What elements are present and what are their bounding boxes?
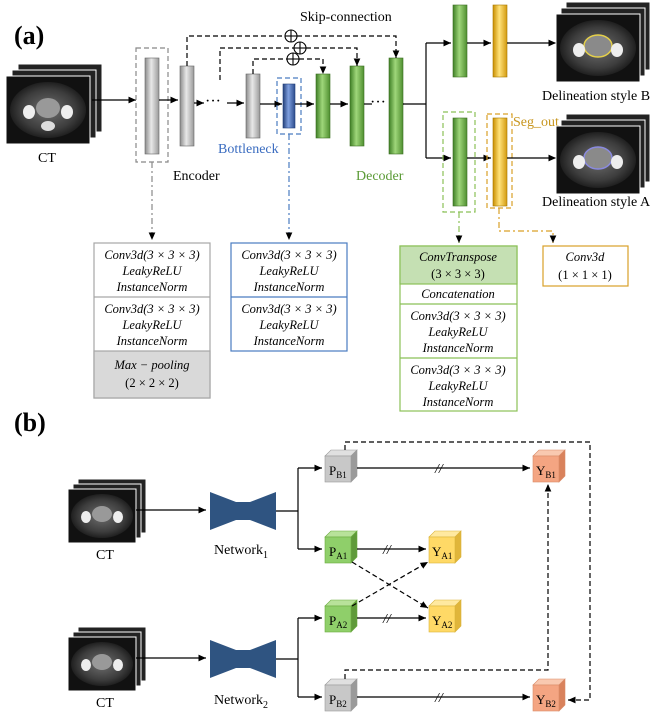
decoder-detail-box: ConvTranspose (3 × 3 × 3) Concatenation …	[399, 245, 518, 412]
branch-lines	[403, 39, 451, 162]
enc-line-1: Conv3d(3 × 3 × 3)	[104, 248, 199, 262]
bn-line-2: LeakyReLU	[258, 264, 319, 278]
dec-line-1: ConvTranspose	[419, 250, 497, 264]
bn-line-6: InstanceNorm	[253, 334, 325, 348]
network2-label: Network2	[214, 693, 268, 711]
head-b-yellow-block	[492, 4, 508, 78]
network-fanout-lines	[276, 464, 322, 701]
output-b-label: Delineation style B	[542, 89, 650, 104]
skip-connections	[186, 35, 400, 80]
decoder-label: Decoder	[356, 169, 404, 184]
out-line-2: (1 × 1 × 1)	[558, 268, 612, 282]
ct-image-stack-a	[5, 63, 103, 145]
stop-grad-pa2-ya2: //	[382, 612, 392, 627]
enc-line-6: InstanceNorm	[116, 334, 188, 348]
encoder-block-3	[245, 73, 261, 139]
decoder-block-3	[388, 57, 404, 155]
enc-line-2: LeakyReLU	[121, 264, 182, 278]
bn-line-1: Conv3d(3 × 3 × 3)	[241, 248, 336, 262]
ct-image-stack-b-top	[67, 478, 147, 544]
bn-line-5: LeakyReLU	[258, 318, 319, 332]
output-image-stack-a	[555, 113, 651, 195]
decoder-block-1	[315, 73, 331, 139]
ct-input-label: CT	[38, 151, 56, 166]
bottleneck-label: Bottleneck	[218, 142, 279, 157]
enc-line-3: InstanceNorm	[116, 280, 188, 294]
skip-connection-label: Skip-connection	[300, 10, 392, 25]
out-line-1: Conv3d	[566, 250, 606, 264]
dec-line-3: Concatenation	[421, 287, 495, 301]
dec-line-9: InstanceNorm	[422, 395, 494, 409]
ct-top-label: CT	[96, 548, 114, 563]
output-conv-box: Conv3d (1 × 1 × 1)	[542, 245, 629, 287]
svg-text:YA2: YA2	[432, 613, 452, 630]
dec-line-4: Conv3d(3 × 3 × 3)	[410, 309, 505, 323]
encoder-block-1	[144, 57, 160, 155]
network2-shape	[210, 640, 276, 678]
seg-out-label: Seg_out	[513, 115, 559, 130]
panel-b-label: (b)	[14, 408, 46, 437]
output-image-stack-b	[555, 1, 651, 83]
cube-pb1: PB1	[324, 449, 358, 483]
encoder-ellipsis: ···	[205, 93, 221, 110]
detail-connectors	[148, 134, 557, 243]
svg-text:PA2: PA2	[329, 613, 347, 630]
head-b-green-block	[452, 4, 468, 78]
cube-pa1: PA1	[324, 530, 358, 564]
head-a-yellow-block	[492, 117, 508, 207]
cube-ya1: YA1	[428, 530, 462, 564]
stop-grad-pb1-yb1: //	[434, 462, 444, 477]
dec-line-2: (3 × 3 × 3)	[431, 267, 485, 281]
enc-line-7: Max − pooling	[113, 358, 189, 372]
stop-grad-pa1-ya1: //	[382, 543, 392, 558]
cube-yb1: YB1	[532, 449, 566, 483]
network1-label: Network1	[214, 543, 268, 561]
network1-shape	[210, 492, 276, 530]
svg-text:YB1: YB1	[536, 463, 556, 480]
cube-pa2: PA2	[324, 599, 358, 633]
decoder-block-2	[349, 65, 365, 147]
bn-line-3: InstanceNorm	[253, 280, 325, 294]
dec-line-5: LeakyReLU	[427, 325, 488, 339]
enc-line-5: LeakyReLU	[121, 318, 182, 332]
cross-supervision-dashed	[344, 441, 591, 704]
bn-line-4: Conv3d(3 × 3 × 3)	[241, 302, 336, 316]
ct-image-stack-b-bottom	[67, 626, 147, 692]
stop-grad-pb2-yb2: //	[434, 691, 444, 706]
encoder-block-2	[179, 65, 195, 147]
encoder-label: Encoder	[173, 169, 220, 184]
supervision-arrows	[357, 464, 530, 701]
head-a-green-block	[452, 117, 468, 207]
concat-symbols	[284, 29, 307, 66]
decoder-ellipsis: ···	[370, 94, 386, 111]
panel-a-label: (a)	[14, 21, 44, 50]
cube-pb2: PB2	[324, 678, 358, 712]
dec-line-7: Conv3d(3 × 3 × 3)	[410, 363, 505, 377]
bottleneck-block	[282, 83, 296, 129]
enc-line-8: (2 × 2 × 2)	[125, 376, 179, 390]
svg-text:PB1: PB1	[329, 463, 347, 480]
svg-text:PA1: PA1	[329, 544, 347, 561]
svg-text:YB2: YB2	[536, 692, 556, 709]
svg-text:PB2: PB2	[329, 692, 347, 709]
dec-line-8: LeakyReLU	[427, 379, 488, 393]
output-a-label: Delineation style A	[542, 195, 651, 210]
ct-bottom-label: CT	[96, 696, 114, 711]
cube-yb2: YB2	[532, 678, 566, 712]
enc-line-4: Conv3d(3 × 3 × 3)	[104, 302, 199, 316]
dec-line-6: InstanceNorm	[422, 341, 494, 355]
cube-ya2: YA2	[428, 599, 462, 633]
bottleneck-detail-box: Conv3d(3 × 3 × 3) LeakyReLU InstanceNorm…	[230, 242, 348, 352]
svg-text:YA1: YA1	[432, 544, 452, 561]
encoder-detail-box: Conv3d(3 × 3 × 3) LeakyReLU InstanceNorm…	[93, 242, 211, 399]
